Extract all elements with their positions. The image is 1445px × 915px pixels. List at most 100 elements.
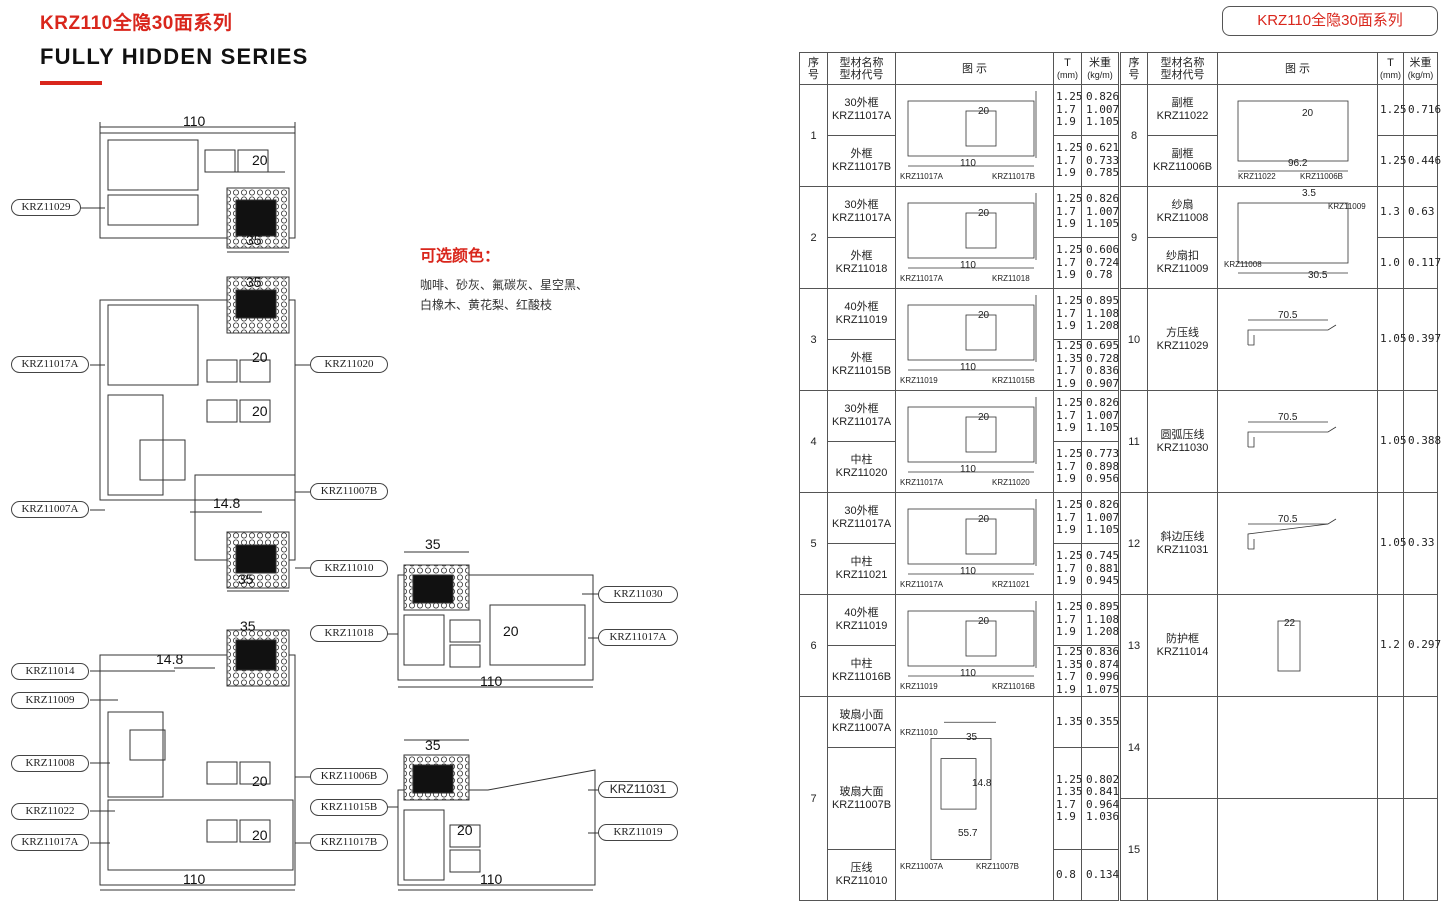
weight-values: 0.355 [1081, 696, 1121, 748]
profile-figure-icon [1247, 518, 1337, 549]
thickness-value [1377, 798, 1404, 901]
profile-figure-icon [1237, 202, 1349, 273]
profile-name [1147, 696, 1218, 799]
profile-figure: 70.5 [1217, 288, 1378, 391]
label-krz11017a-3: KRZ11017A [11, 834, 89, 851]
row-number: 11 [1119, 390, 1148, 493]
th-w-r: 米重(kg/m) [1403, 52, 1438, 85]
label-krz11017a-2: KRZ11017A [598, 629, 678, 646]
th-t: T(mm) [1053, 52, 1082, 85]
label-krz11014: KRZ11014 [11, 663, 89, 680]
th-fig: 图 示 [895, 52, 1054, 85]
dim-r1-110: 110 [480, 673, 503, 689]
thickness-values: 1.35 [1053, 696, 1083, 748]
label-krz11007b: KRZ11007B [310, 483, 388, 500]
thickness-value: 1.05 [1377, 288, 1407, 391]
row-number: 14 [1119, 696, 1148, 799]
label-krz11008: KRZ11008 [11, 755, 89, 772]
thickness-value [1377, 696, 1404, 799]
page-title-cn: KRZ110全隐30面系列 [40, 13, 233, 34]
weight-value: 0.716 [1403, 84, 1441, 136]
profile-figure-icon [1247, 319, 1337, 345]
row-number: 13 [1119, 594, 1148, 697]
dim-bot-20b: 20 [252, 827, 268, 843]
th-name-r: 型材名称型材代号 [1147, 52, 1218, 85]
dim-mid-35a: 35 [246, 274, 262, 290]
dim-top-35: 35 [246, 232, 262, 248]
label-krz11007a: KRZ11007A [11, 501, 89, 518]
profile-figure-icon [1247, 421, 1337, 447]
thickness-value: 1.3 [1377, 186, 1404, 238]
thickness-value: 1.05 [1377, 390, 1407, 493]
profile-figure-icon [907, 90, 1037, 166]
profile-figure-icon [907, 498, 1037, 574]
weight-value: 0.117 [1403, 237, 1441, 289]
dim-bot-35: 35 [240, 618, 256, 634]
profile-figure-icon [907, 192, 1037, 268]
thickness-value: 1.25 [1377, 84, 1407, 136]
row-number: 6 [799, 594, 828, 697]
row-number: 10 [1119, 288, 1148, 391]
weight-value: 0.297 [1403, 594, 1441, 697]
spec-table: 序号 型材名称型材代号 图 示 T(mm) 米重(kg/m) 序号 型材名称型材… [799, 52, 1441, 901]
row-number: 8 [1119, 84, 1148, 187]
dim-r1-35: 35 [425, 536, 441, 552]
thickness-value: 1.2 [1377, 594, 1404, 697]
profile-figure-icon [1277, 620, 1301, 671]
thickness-value: 1.25 [1377, 135, 1407, 187]
label-krz11029: KRZ11029 [11, 199, 81, 216]
row-number: 5 [799, 492, 828, 595]
row-number: 3 [799, 288, 828, 391]
profile-figure [1217, 696, 1378, 799]
table-header-row: 序号 型材名称型材代号 图 示 T(mm) 米重(kg/m) 序号 型材名称型材… [799, 52, 1438, 85]
row-number: 12 [1119, 492, 1148, 595]
profile-figure-icon [1237, 100, 1349, 171]
color-options-title: 可选颜色： [420, 248, 501, 265]
profile-figure: 70.5 [1217, 390, 1378, 493]
thickness-value: 1.05 [1377, 492, 1407, 595]
dim-top-110: 110 [183, 113, 206, 129]
dim-mid-148: 14.8 [213, 495, 240, 511]
dim-r2-20: 20 [457, 822, 473, 838]
weight-value: 0.397 [1403, 288, 1441, 391]
th-no-r: 序号 [1119, 52, 1148, 85]
weight-value: 0.33 [1403, 492, 1438, 595]
